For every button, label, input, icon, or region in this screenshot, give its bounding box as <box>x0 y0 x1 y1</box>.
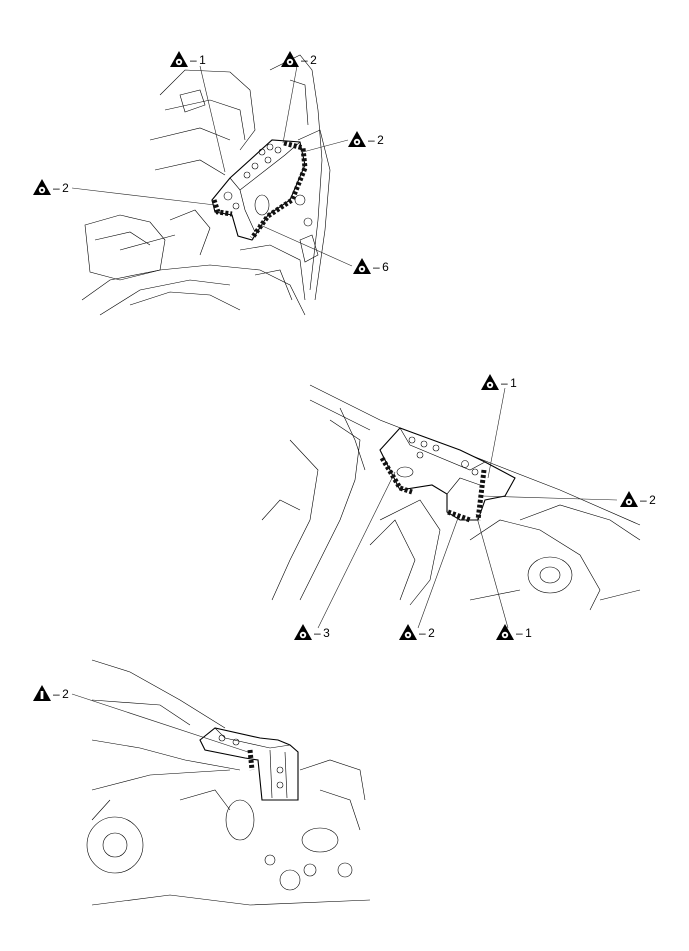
panel-1-leaders <box>71 65 353 267</box>
plug-weld-icon <box>33 685 51 701</box>
spot-weld-icon <box>294 624 312 640</box>
spot-weld-icon <box>170 51 188 67</box>
spot-weld-icon <box>399 624 417 640</box>
panel-1-illustration <box>81 54 331 316</box>
callout-label: – 2 <box>301 53 317 67</box>
callout-label: – 2 <box>419 626 435 640</box>
panel-3-illustration <box>86 659 371 906</box>
callout-label: – 6 <box>373 260 389 274</box>
callout-label: – 3 <box>314 626 330 640</box>
panel-2-illustration <box>261 384 641 611</box>
spot-weld-icon <box>481 374 499 390</box>
callout-label: – 1 <box>516 626 532 640</box>
panel-3-leaders <box>71 693 249 753</box>
callout-label: – 2 <box>53 687 69 701</box>
spot-weld-icon <box>353 258 371 274</box>
spot-weld-icon <box>348 131 366 147</box>
spot-weld-icon <box>496 624 514 640</box>
callout-label: – 1 <box>501 376 517 390</box>
callout-label: – 1 <box>190 53 206 67</box>
spot-weld-icon <box>620 491 638 507</box>
callout-label: – 2 <box>368 133 384 147</box>
callout-label: – 2 <box>640 493 656 507</box>
spot-weld-icon <box>33 179 51 195</box>
callout-label: – 2 <box>53 181 69 195</box>
spot-weld-icon <box>281 51 299 67</box>
panel-2-leaders <box>317 387 618 629</box>
